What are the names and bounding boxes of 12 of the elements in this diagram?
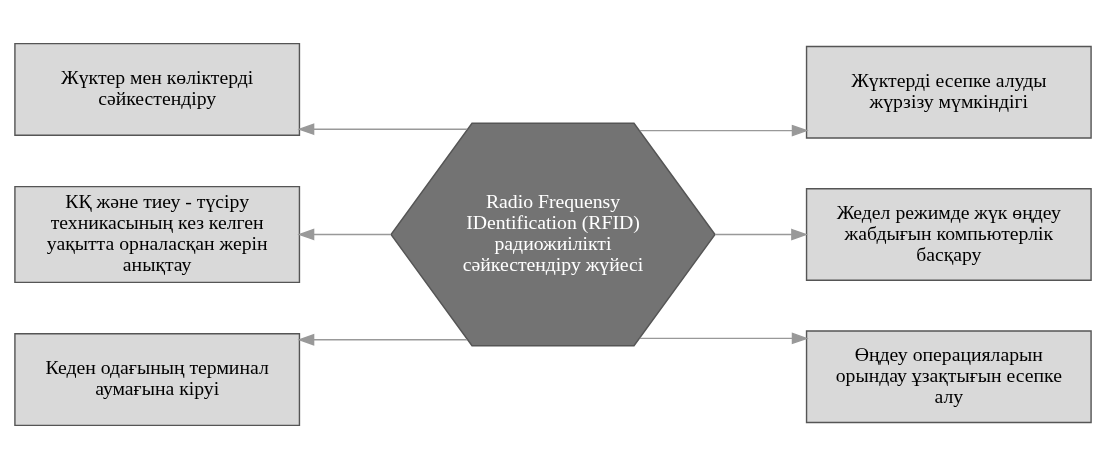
node-box: Жүктерді есепке алуды жүрзізу мүмкіндігі (805, 45, 1092, 139)
node-box: Кеден одағының терминал аумағына кіруі (14, 332, 301, 426)
node-box: Жедел режимде жүк өңдеу жабдығын компьютерлік басқару (805, 187, 1092, 281)
arrow (639, 124, 809, 137)
arrow (297, 228, 392, 240)
arrow (639, 331, 809, 344)
node-box: КҚ және тиеу - түсіру техникасының кез келген уақытта орналасқан жерін анықтау (14, 185, 301, 283)
arrow (714, 228, 809, 240)
node-box: Өңдеу операцияларын орындау ұзақтығын есепке алу (805, 329, 1092, 423)
arrow (297, 333, 468, 346)
arrow (297, 122, 468, 135)
node-box: Жүктер мен көліктерді сәйкестендіру (14, 42, 301, 136)
